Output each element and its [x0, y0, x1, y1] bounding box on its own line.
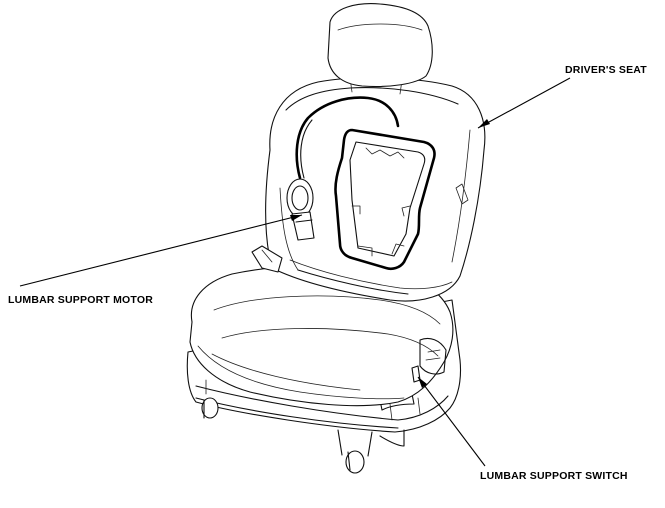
seat-legs: [201, 397, 405, 474]
callout-leaders: [19, 77, 571, 467]
leader-drivers-seat: [477, 77, 571, 129]
lumbar-support-plate: [334, 128, 436, 271]
label-lumbar-support-motor: LUMBAR SUPPORT MOTOR: [8, 294, 153, 306]
seat-cushion: [189, 264, 454, 407]
label-drivers-seat: DRIVER'S SEAT: [565, 64, 647, 76]
leader-lumbar-switch: [417, 376, 486, 467]
label-lumbar-support-switch: LUMBAR SUPPORT SWITCH: [480, 470, 628, 482]
arrowhead-drivers-seat: [478, 119, 490, 128]
seat-headrest: [327, 3, 433, 95]
leader-lumbar-motor: [19, 214, 303, 287]
belt-buckle: [251, 245, 283, 273]
arrowhead-lumbar-motor: [290, 215, 302, 221]
lumbar-support-motor: [286, 96, 400, 241]
arrowhead-lumbar-switch: [418, 377, 427, 388]
seat-backrest: [265, 77, 486, 302]
